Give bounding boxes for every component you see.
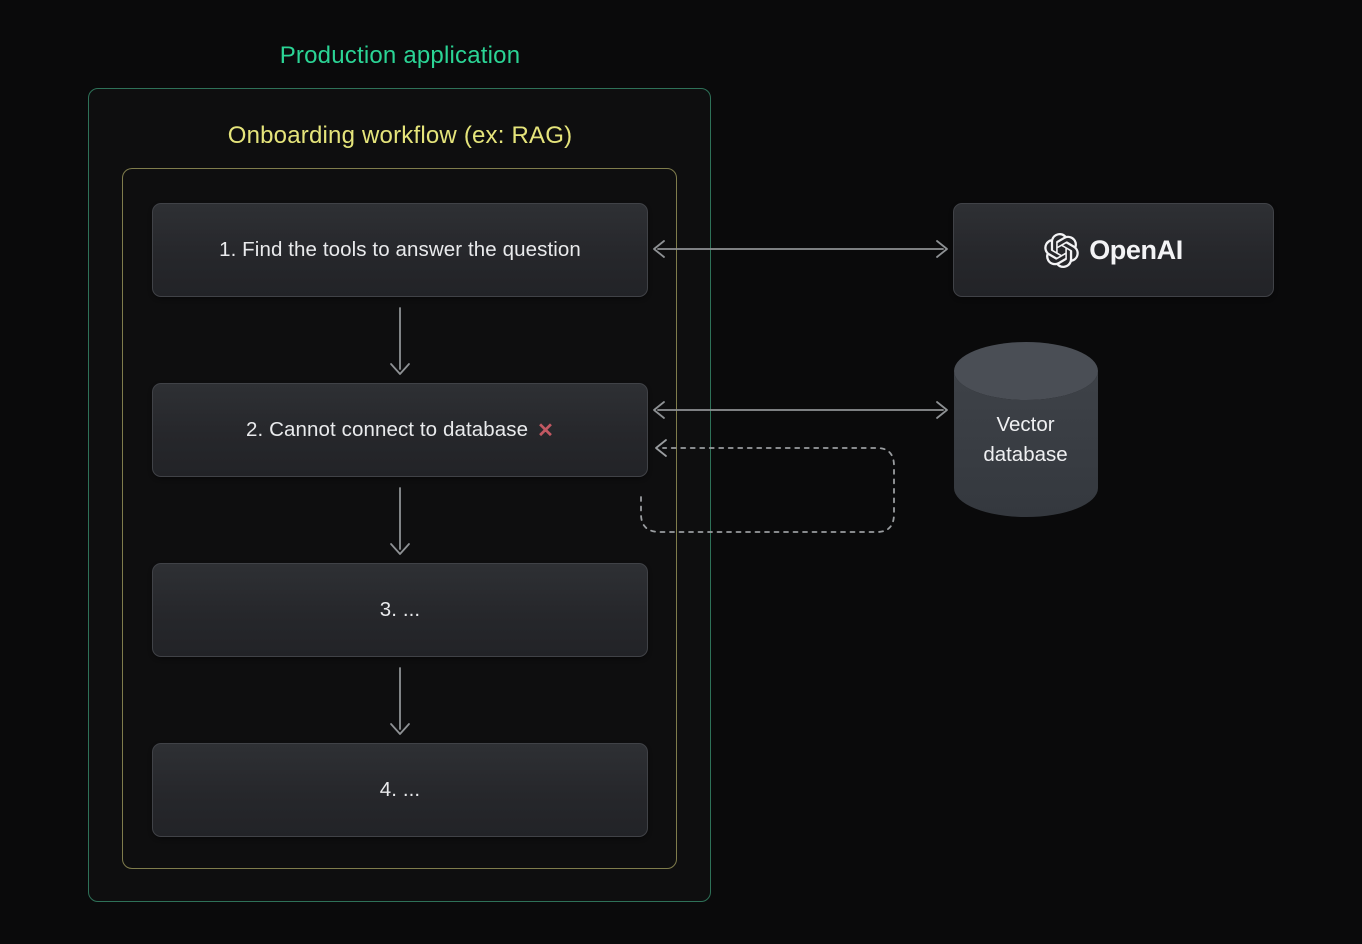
production-application-label: Production application xyxy=(279,42,521,69)
onboarding-workflow-label: Onboarding workflow (ex: RAG) xyxy=(227,122,573,149)
openai-logo-icon xyxy=(1044,232,1079,268)
step-1-node: 1. Find the tools to answer the question xyxy=(152,203,648,297)
vector-database-label: Vector database xyxy=(983,413,1068,466)
step-1-label: 1. Find the tools to answer the question xyxy=(219,238,581,261)
step-3-label: 3. ... xyxy=(379,598,421,621)
openai-label: OpenAI xyxy=(1089,234,1183,265)
step-3-node: 3. ... xyxy=(152,563,648,657)
error-x-icon: ✕ xyxy=(537,419,554,442)
step-4-label: 4. ... xyxy=(379,778,421,801)
openai-node: OpenAI xyxy=(953,203,1274,297)
step-2-label: 2. Cannot connect to database xyxy=(246,418,529,441)
step-4-node: 4. ... xyxy=(152,743,648,837)
vector-database-cylinder xyxy=(954,342,1098,517)
step-2-node: 2. Cannot connect to database ✕ xyxy=(152,383,648,477)
